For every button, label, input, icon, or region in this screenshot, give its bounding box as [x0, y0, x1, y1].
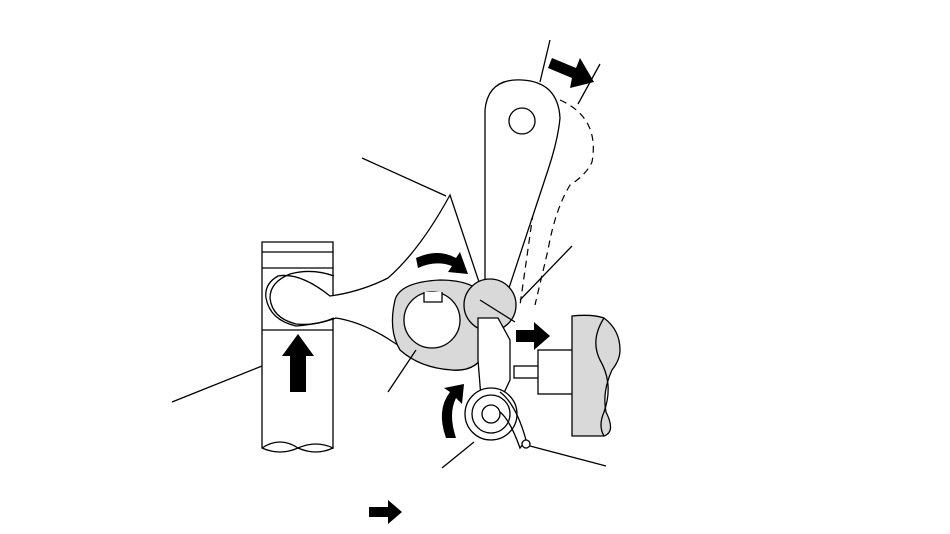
- arrow-icon: [416, 252, 468, 274]
- arrow-icon: [441, 384, 464, 438]
- pivot-hole-icon: [508, 107, 536, 135]
- arrow-icon: [548, 58, 594, 88]
- plunger: [513, 314, 621, 437]
- roller: [464, 387, 531, 450]
- motion-arrows: [282, 58, 594, 524]
- arrow-icon: [282, 334, 314, 392]
- arrow-icon: [369, 500, 402, 524]
- leader-lines: [171, 39, 607, 469]
- arrow-icon: [516, 322, 550, 350]
